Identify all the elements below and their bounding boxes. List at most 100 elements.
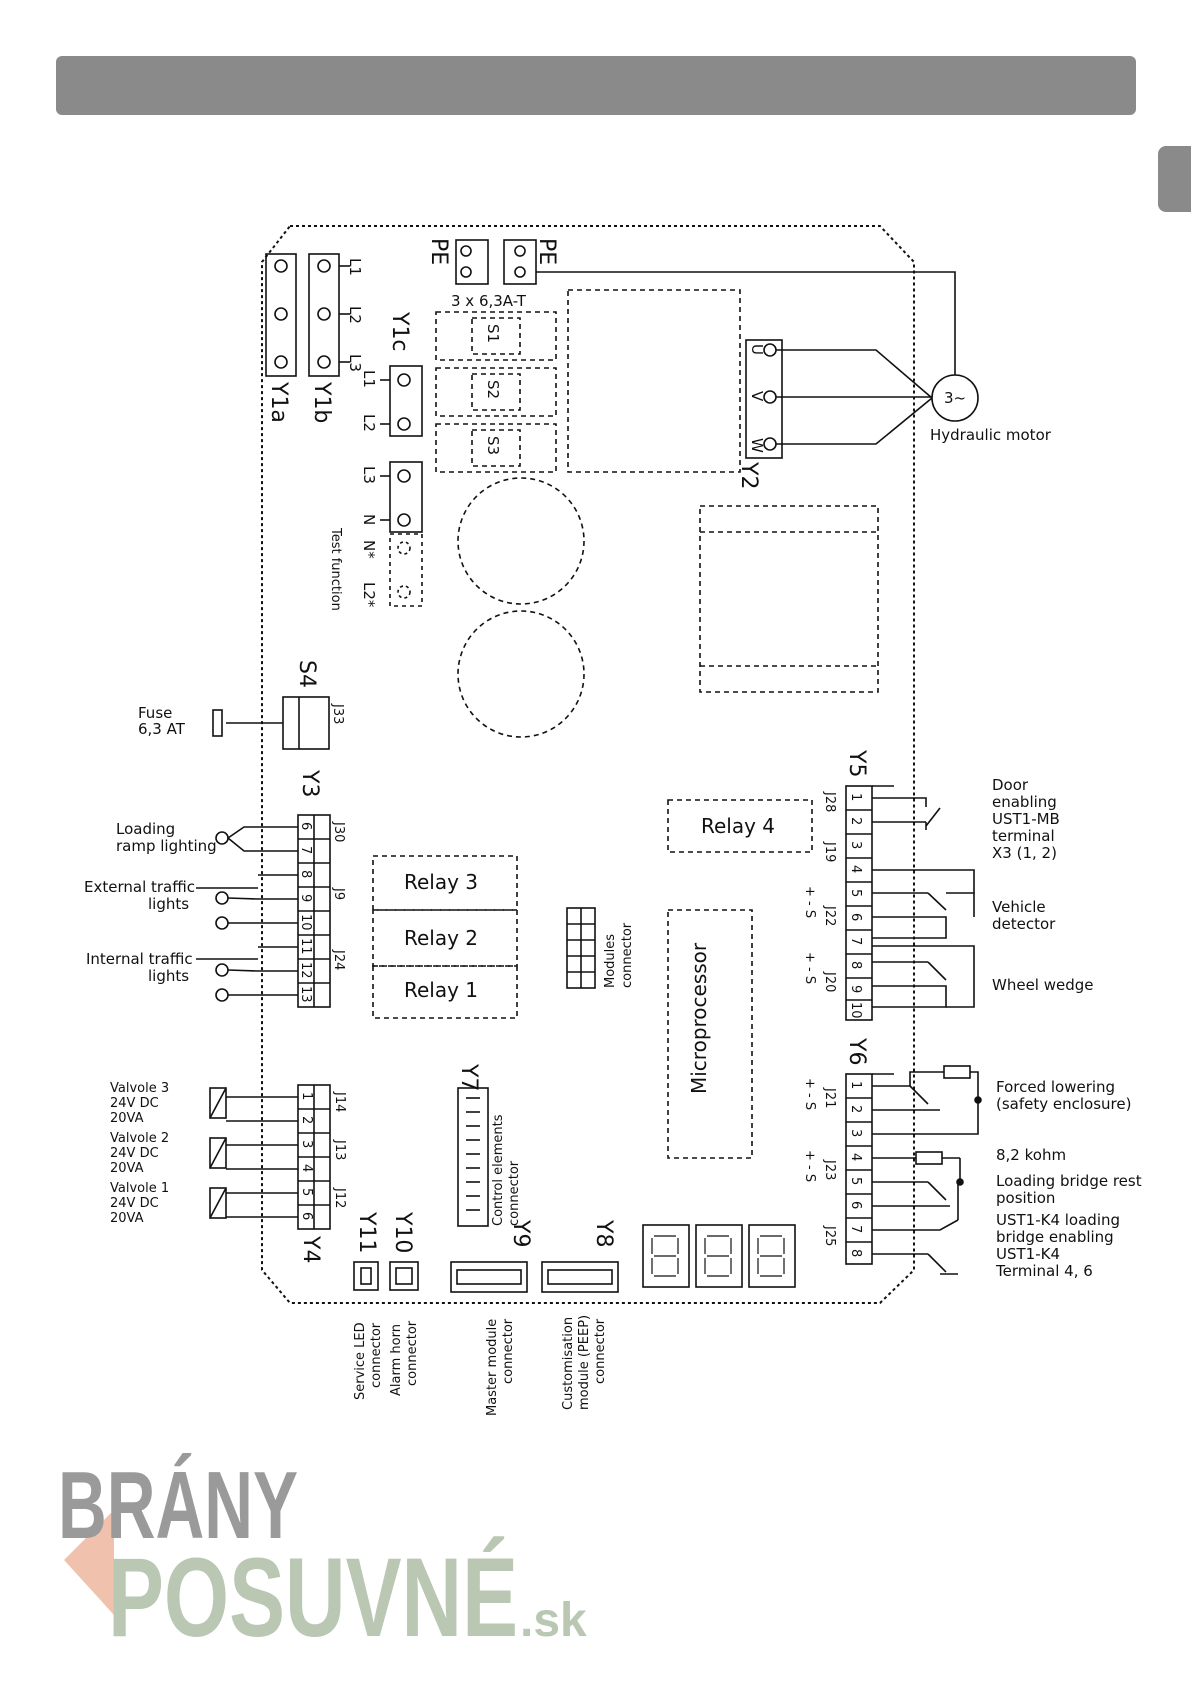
relay1-box <box>372 965 518 1019</box>
y3-pin-12: 12 <box>298 962 313 979</box>
logo-arrow-shape <box>64 1510 114 1615</box>
j14-label: J14 <box>332 1091 347 1112</box>
y4-pin-1: 1 <box>299 1092 314 1100</box>
valve2-voltage: 24V DC <box>110 1146 159 1161</box>
y10-label: Y10 <box>390 1211 415 1253</box>
microprocessor-box <box>667 909 753 1159</box>
y7-label: Y7 <box>456 1063 481 1091</box>
y5-pin-6: 6 <box>848 913 863 921</box>
ext-traffic-label-2: lights <box>148 895 189 913</box>
ust1-k4-label-1: UST1-K4 loading <box>996 1211 1120 1229</box>
j30-label: J30 <box>331 821 346 842</box>
y5-label: Y5 <box>844 749 869 777</box>
y1c-block <box>389 365 423 437</box>
hydraulic-motor-symbol <box>931 374 979 422</box>
y1-l3-label: L3 <box>346 354 364 372</box>
y1c-label: Y1c <box>387 311 412 352</box>
j12-label: J12 <box>332 1187 347 1208</box>
j19-label: J19 <box>822 841 837 862</box>
rest-position-label-1: Loading bridge rest <box>996 1172 1142 1190</box>
valve1-power: 20VA <box>110 1211 144 1226</box>
pe-block-2 <box>503 239 537 285</box>
y5-pin-5: 5 <box>848 889 863 897</box>
wheel-wedge-label: Wheel wedge <box>992 976 1094 994</box>
valve1-voltage: 24V DC <box>110 1196 159 1211</box>
master-module-label-2: connector <box>501 1318 516 1384</box>
door-enabling-label-5: X3 (1, 2) <box>992 844 1057 862</box>
y3-pin-11: 11 <box>298 938 313 955</box>
y6-pin-6: 6 <box>848 1201 863 1209</box>
motor-symbol: 3~ <box>944 389 966 407</box>
y3-pin-7: 7 <box>298 846 313 854</box>
n-star-label: N* <box>360 540 378 559</box>
y5-pin-9: 9 <box>848 985 863 993</box>
y4-pin-5: 5 <box>299 1188 314 1196</box>
ust1-k4-label-4: Terminal 4, 6 <box>995 1262 1093 1280</box>
y3-pin-9: 9 <box>298 894 313 902</box>
y3-pin-8: 8 <box>298 870 313 878</box>
relay1-label: Relay 1 <box>404 978 478 1002</box>
y11-connector <box>353 1261 379 1291</box>
j25-label: J25 <box>822 1225 837 1246</box>
vehicle-detector-label-1: Vehicle <box>992 898 1046 916</box>
y1c-l2-label: L2 <box>360 414 378 432</box>
y9-label: Y9 <box>508 1219 533 1247</box>
loading-ramp-label-2: ramp lighting <box>116 837 217 855</box>
y4-pin-4: 4 <box>299 1164 314 1172</box>
relay4-box <box>667 799 813 853</box>
y6-pin-3: 3 <box>848 1129 863 1137</box>
door-enabling-label-2: enabling <box>992 793 1057 811</box>
j9-label: J9 <box>331 887 346 900</box>
modules-connector-label-2: connector <box>620 922 635 988</box>
j21-label: J21 <box>822 1087 837 1108</box>
custom-module-label-1: Customisation <box>561 1317 576 1410</box>
y6-terminal-strip <box>845 1073 873 1265</box>
l3-label: L3 <box>360 466 378 484</box>
fuse-label-1: Fuse <box>138 704 172 722</box>
y4-pin-2: 2 <box>299 1116 314 1124</box>
j22-label: J22 <box>822 905 837 926</box>
n-label: N <box>360 514 378 525</box>
modules-connector-label-1: Modules <box>603 934 618 988</box>
service-led-label-1: Service LED <box>353 1322 368 1400</box>
custom-module-label-3: connector <box>593 1318 608 1384</box>
forced-lowering-label-1: Forced lowering <box>996 1078 1115 1096</box>
y3-pin-13: 13 <box>298 986 313 1003</box>
j24-label: J24 <box>331 949 346 970</box>
j20-label: J20 <box>822 971 837 992</box>
j23-label: J23 <box>822 1159 837 1180</box>
display-digit-3 <box>748 1224 796 1288</box>
microprocessor-label: Microprocessor <box>687 942 711 1094</box>
s4-label: S4 <box>294 660 319 688</box>
y10-connector <box>389 1261 419 1291</box>
logo-line1: BRÁNY <box>58 1452 298 1559</box>
y5-terminal-strip <box>845 785 873 1021</box>
y8-connector <box>541 1261 619 1293</box>
y7-connector <box>457 1087 489 1227</box>
int-traffic-label-2: lights <box>148 967 189 985</box>
valve3-voltage: 24V DC <box>110 1096 159 1111</box>
door-enabling-label-4: terminal <box>992 827 1055 845</box>
y5-pin-10: 10 <box>848 1002 863 1019</box>
door-enabling-label-3: UST1-MB <box>992 810 1060 828</box>
y1c-l1-label: L1 <box>360 370 378 388</box>
logo-line2: POSUVNÉ <box>108 1535 518 1660</box>
y11-label: Y11 <box>354 1211 379 1253</box>
resistor-label: 8,2 kohm <box>996 1146 1066 1164</box>
display-digit-2 <box>695 1224 743 1288</box>
y5-pin-8: 8 <box>848 961 863 969</box>
y5-pin-7: 7 <box>848 937 863 945</box>
y6-label: Y6 <box>844 1037 869 1065</box>
hydraulic-motor-label: Hydraulic motor <box>930 426 1052 444</box>
j22-signs: + - S <box>802 886 817 918</box>
y5-pin-4: 4 <box>848 865 863 873</box>
s3-label: S3 <box>484 436 502 455</box>
ust1-k4-label-3: UST1-K4 <box>996 1245 1060 1263</box>
j13-label: J13 <box>332 1139 347 1160</box>
pe-block-1 <box>455 239 489 285</box>
brany-posuvne-logo: BRÁNY POSUVNÉ .sk <box>58 1452 587 1660</box>
j21-signs: + - S <box>802 1078 817 1110</box>
pe-label-1: PE <box>426 238 451 265</box>
pe-label-2: PE <box>534 238 559 265</box>
ust1-k4-label-2: bridge enabling <box>996 1228 1114 1246</box>
